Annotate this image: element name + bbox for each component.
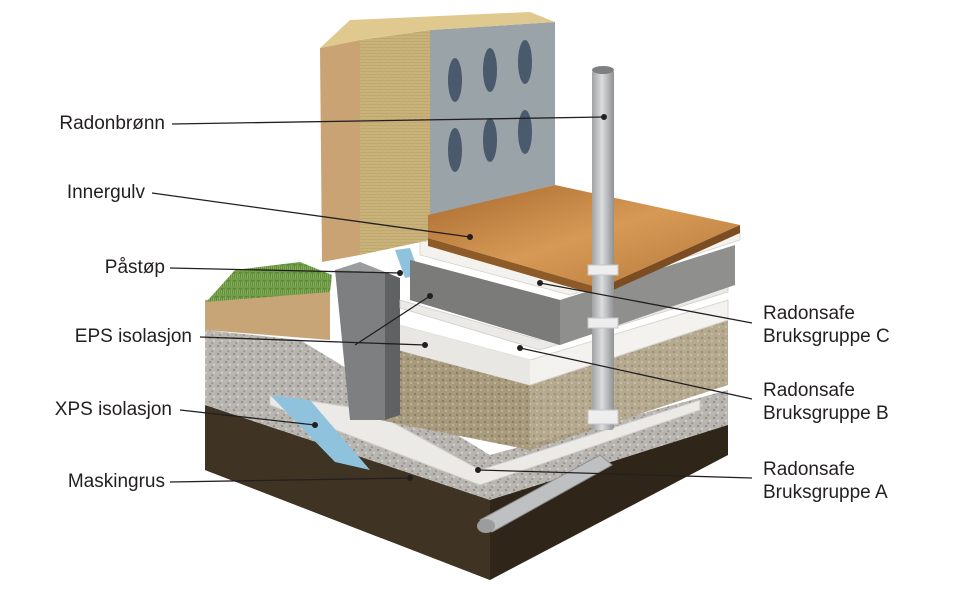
label-radonbronn: Radonbrønn bbox=[59, 113, 165, 134]
label-line-bruksgruppe-b: Bruksgruppe B bbox=[763, 403, 889, 424]
label-maskingrus: Maskingrus bbox=[67, 471, 165, 492]
label-innergulv: Innergulv bbox=[66, 182, 145, 203]
grass-and-topsoil bbox=[205, 262, 332, 340]
label-line-radonsafe: Radonsafe bbox=[763, 459, 855, 480]
label-eps-isolasjon: EPS isolasjon bbox=[74, 326, 192, 347]
label-line-radonsafe: Radonsafe bbox=[763, 380, 855, 401]
wooden-floor bbox=[428, 185, 740, 296]
label-radonsafe-bruksgruppe-a: Radonsafe Bruksgruppe A bbox=[763, 458, 888, 504]
label-line-radonsafe: Radonsafe bbox=[763, 303, 855, 324]
eps-aggregate-block bbox=[380, 320, 728, 450]
concrete-screed bbox=[410, 245, 735, 345]
label-xps-isolasjon: XPS isolasjon bbox=[54, 399, 172, 420]
leader-lines bbox=[151, 116, 753, 483]
leader-dots bbox=[312, 114, 607, 481]
label-line-bruksgruppe-c: Bruksgruppe C bbox=[763, 326, 890, 347]
radon-drain-pipe bbox=[477, 454, 613, 533]
label-radonsafe-bruksgruppe-b: Radonsafe Bruksgruppe B bbox=[763, 379, 889, 425]
label-line-bruksgruppe-a: Bruksgruppe A bbox=[763, 482, 888, 503]
label-radonsafe-bruksgruppe-c: Radonsafe Bruksgruppe C bbox=[763, 302, 890, 348]
foundation-block bbox=[335, 262, 400, 420]
label-pastop: Påstøp bbox=[104, 257, 165, 278]
radon-well-pipe bbox=[587, 66, 619, 430]
